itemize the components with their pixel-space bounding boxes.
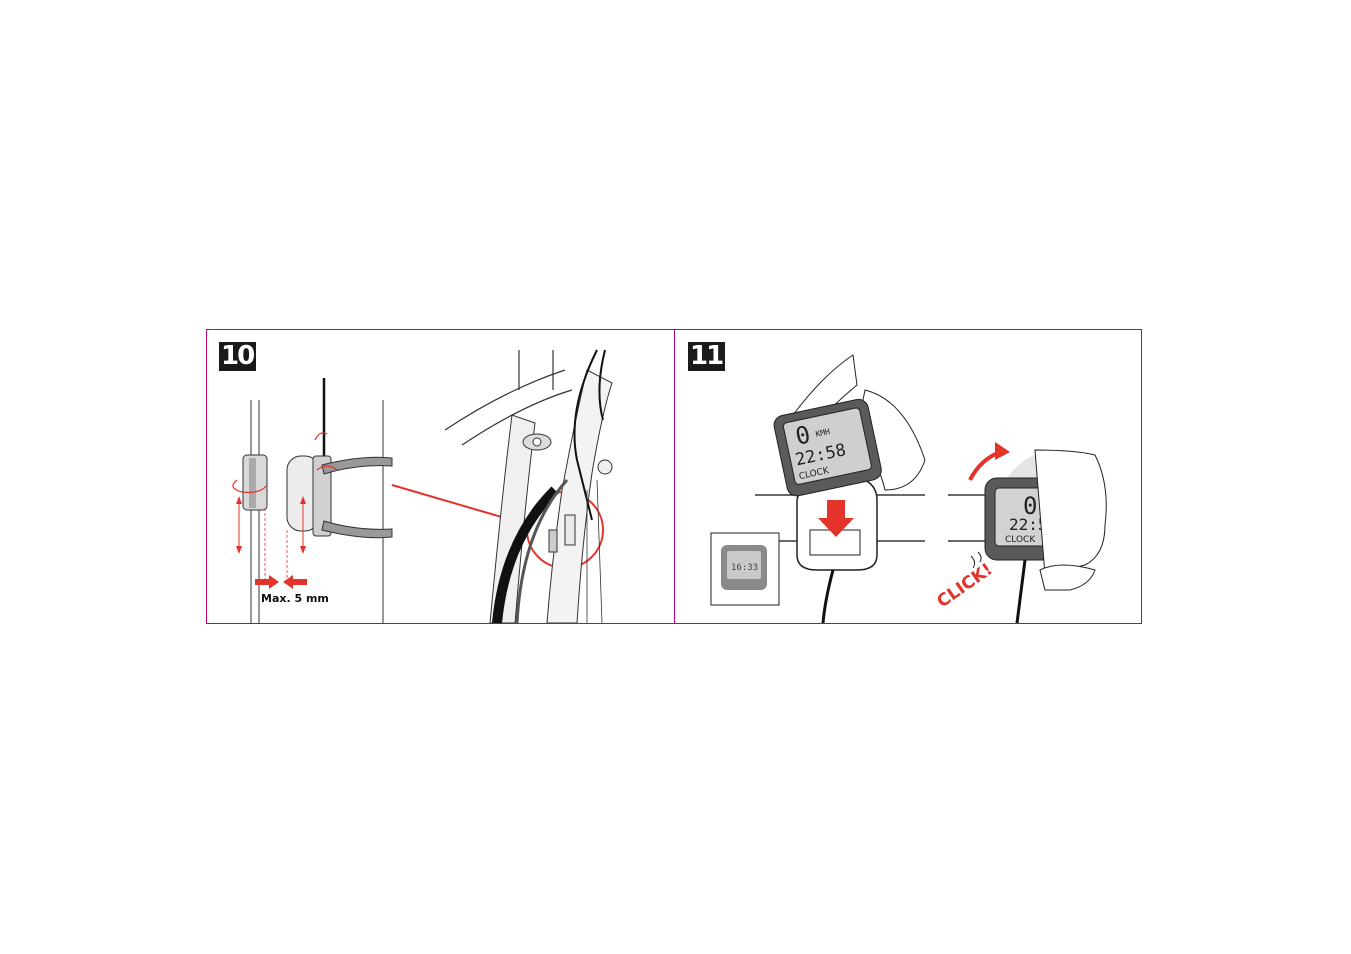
speed-readout: 0 <box>793 420 813 450</box>
panel-divider <box>674 329 675 624</box>
step-11-panel: 0 KMH 22:58 CLOCK 16:33 0 KMH 22:58 CLOC… <box>675 330 1141 623</box>
svg-text:16:33: 16:33 <box>731 563 758 573</box>
svg-text:0: 0 <box>1023 492 1037 520</box>
svg-text:CLOCK: CLOCK <box>1005 535 1036 545</box>
max-gap-label: Max. 5 mm <box>261 592 329 605</box>
computer-mounting-illustration: 0 KMH 22:58 CLOCK 16:33 0 KMH 22:58 CLOC… <box>710 354 1107 623</box>
svg-text:KMH: KMH <box>815 427 831 439</box>
step-10-panel: 10 Max. 5 mm <box>207 330 674 623</box>
step-number-badge: 11 <box>688 342 726 371</box>
step-number-badge: 10 <box>219 342 257 371</box>
click-label: CLICK! <box>933 560 996 613</box>
sensor-mounting-illustration <box>232 349 613 623</box>
